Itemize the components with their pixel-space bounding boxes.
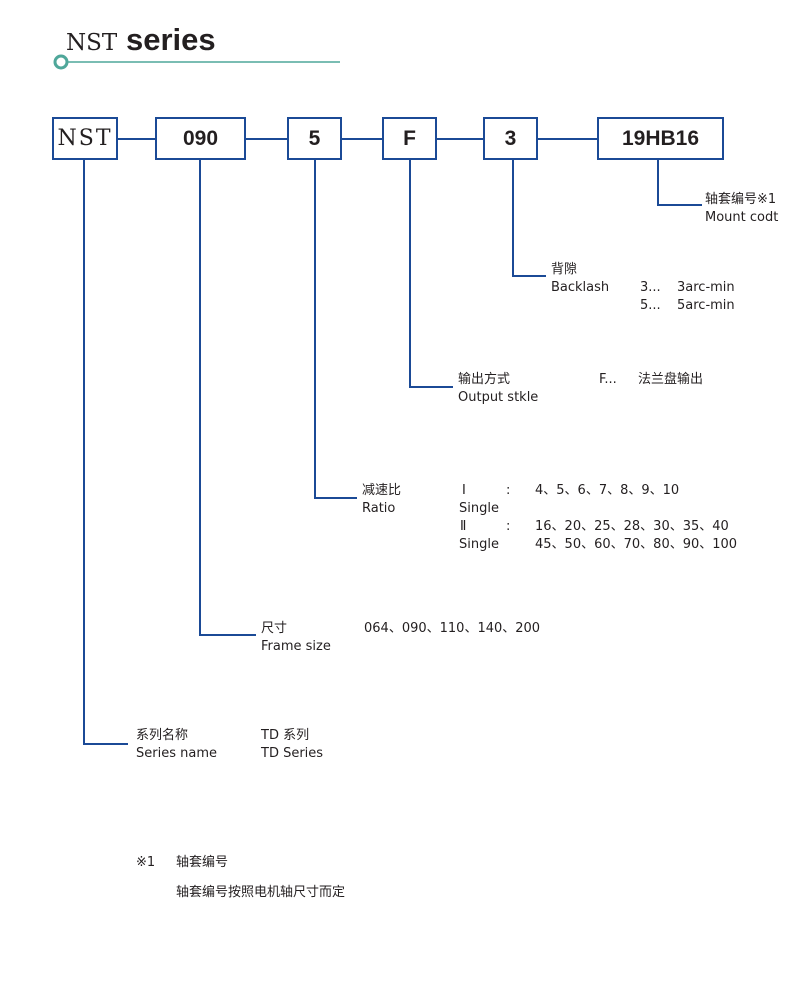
code-box-3: 3 [483,117,538,160]
ratio-colon-1: : [506,483,511,498]
code-box-f: F [382,117,437,160]
footnote-title: 轴套编号 [176,855,229,870]
series-value-cn: TD 系列 [261,728,310,743]
output-label-en: Output stkle [458,390,539,405]
ratio-label-en: Ratio [362,501,396,516]
frame-label-cn: 尺寸 [261,621,288,636]
output-label-cn: 输出方式 [458,372,511,387]
backlash-label-en: Backlash [551,280,610,295]
ratio-values-2: 16、20、25、28、30、35、40 [535,519,729,534]
title-model: NST [66,30,118,56]
frame-label-en: Frame size [261,639,331,654]
mount-label-en: Mount codt [705,210,779,225]
leader-frame [199,158,256,636]
header-bullet [53,54,69,70]
footnote-text: 轴套编号按照电机轴尺寸而定 [176,885,346,900]
leader-series [83,158,128,745]
mount-label-cn: 轴套编号※1 [705,192,777,207]
leader-backlash [512,158,546,277]
leader-output [409,158,453,388]
output-value: 法兰盘输出 [638,372,704,387]
ratio-type-1: Single [459,501,499,516]
series-label-cn: 系列名称 [136,728,189,743]
title-series-word: series [126,22,216,57]
ratio-values-1: 4、5、6、7、8、9、10 [535,483,680,498]
footnote-mark: ※1 [136,855,156,870]
output-code: F... [599,372,617,387]
series-label-en: Series name [136,746,217,761]
ratio-stage-2: Ⅱ [460,519,467,534]
ratio-values-2b: 45、50、60、70、80、90、100 [535,537,738,552]
series-value-en: TD Series [261,746,324,761]
backlash-value-5: 5arc-min [677,298,735,313]
code-box-19hb16: 19HB16 [597,117,724,160]
code-box-5: 5 [287,117,342,160]
backlash-value-3: 3arc-min [677,280,735,295]
ratio-label-cn: 减速比 [362,483,402,498]
backlash-label-cn: 背隙 [551,262,578,277]
frame-values: 064、090、110、140、200 [364,621,541,636]
code-box-nst: NST [52,117,118,160]
ratio-colon-2: : [506,519,511,534]
ratio-stage-1: Ⅰ [462,483,466,498]
leader-mount [657,158,702,206]
backlash-code-3: 3... [640,280,661,295]
ratio-type-2: Single [459,537,499,552]
backlash-code-5: 5... [640,298,661,313]
code-box-090: 090 [155,117,246,160]
leader-ratio [314,158,357,499]
